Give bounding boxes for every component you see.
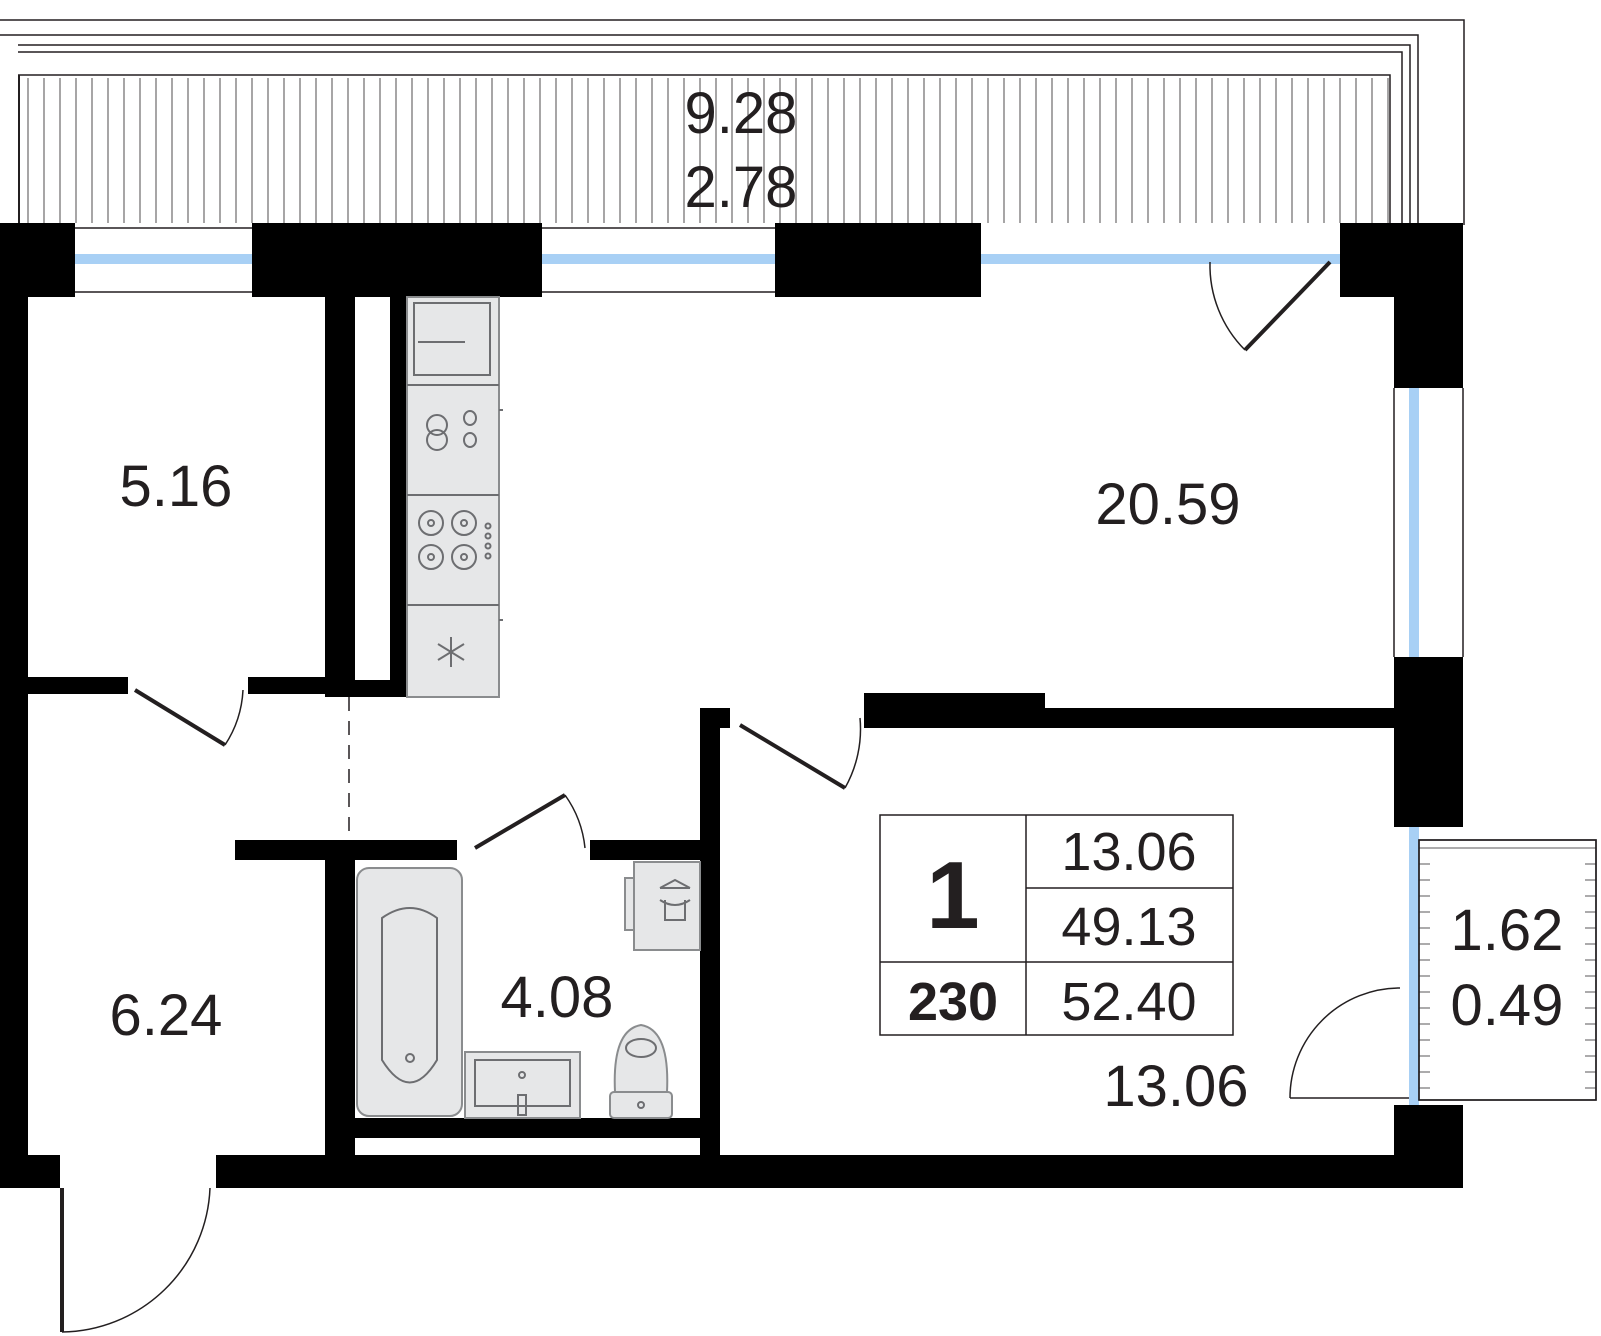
loggia-top <box>0 19 1465 225</box>
kitchen-living-area-label: 20.59 <box>1095 472 1240 537</box>
bedroom-area-label: 13.06 <box>1103 1054 1248 1119</box>
balcony-side-reduced-label: 0.49 <box>1451 973 1564 1038</box>
balcony-side <box>1289 839 1597 1101</box>
room-labels: 9.28 2.78 5.16 20.59 6.24 4.08 13.06 1.6… <box>110 81 1564 1119</box>
loggia-top-reduced-label: 2.78 <box>685 155 798 220</box>
bathtub-icon <box>356 867 463 1117</box>
dishwasher-icon <box>426 414 448 436</box>
loggia-top-area-label: 9.28 <box>685 81 798 146</box>
apartment-number-label: 230 <box>908 972 998 1032</box>
snowflake-icon <box>437 637 465 667</box>
kitchen-fixtures <box>406 296 503 698</box>
hall-area-label: 6.24 <box>110 983 223 1048</box>
windows <box>75 223 1464 1105</box>
bathroom-fixtures <box>356 861 701 1119</box>
washbasin-icon <box>464 1051 581 1119</box>
balcony-side-area-label: 1.62 <box>1451 898 1564 963</box>
kitchen-sink-icon <box>413 302 491 376</box>
washing-machine-icon <box>624 861 701 951</box>
storage-area-label: 5.16 <box>120 454 233 519</box>
bathroom-area-label: 4.08 <box>501 965 614 1030</box>
area-without-balcony-value: 49.13 <box>1061 897 1196 957</box>
walls <box>0 223 1463 1188</box>
toilet-icon <box>609 1023 673 1119</box>
rooms-count-label: 1 <box>926 842 979 949</box>
total-area-value: 52.40 <box>1061 972 1196 1032</box>
living-area-value: 13.06 <box>1061 822 1196 882</box>
apartment-summary-table: 1 230 13.06 49.13 52.40 <box>879 814 1234 1036</box>
stove-icon <box>418 510 492 570</box>
doors <box>60 260 1332 1333</box>
loggia-hatching <box>27 78 1389 223</box>
